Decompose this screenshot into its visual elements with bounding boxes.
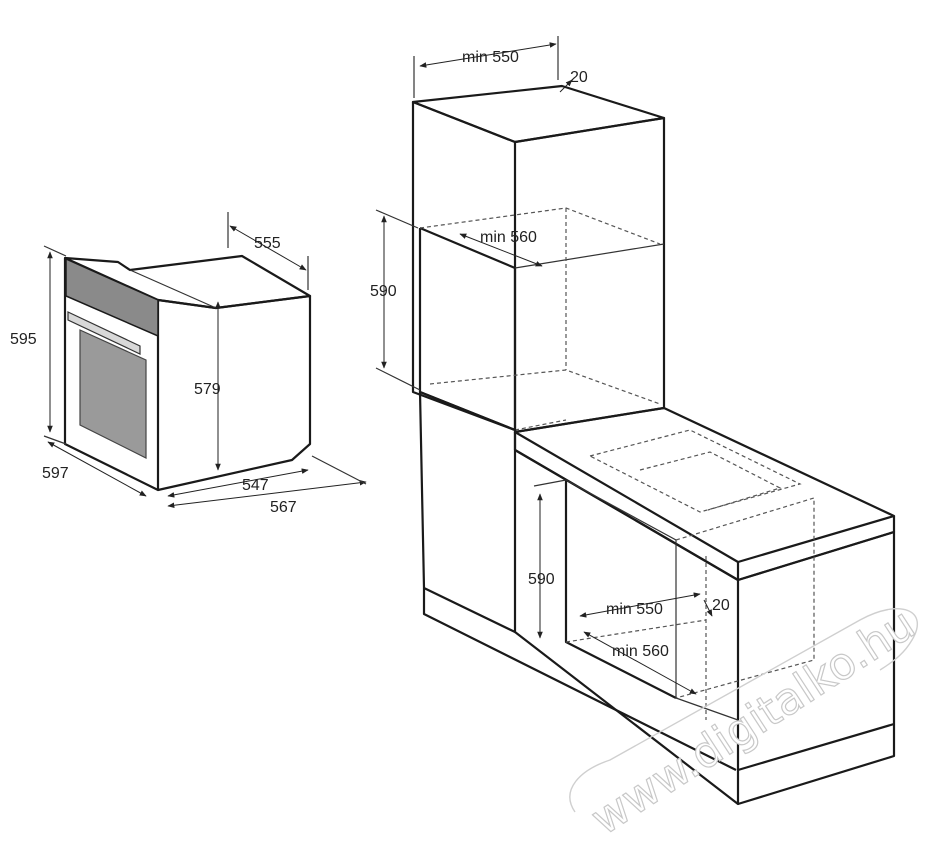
base-cabinet-side (737, 530, 896, 806)
oven-depth-547-label: 547 (242, 477, 269, 494)
base-cabinet-front (514, 449, 740, 806)
base-cabinet-dimension-lines (533, 479, 713, 695)
base-cabinet-min-depth-label: min 560 (612, 643, 669, 660)
base-tall-unit (418, 390, 517, 634)
oven-side (157, 294, 312, 492)
watermark-frame (569, 608, 918, 813)
worktop (513, 406, 896, 564)
tall-cabinet-drawing (411, 84, 666, 434)
oven-handle (67, 311, 141, 355)
oven-control-panel (65, 257, 159, 338)
base-cabinet-min-width-label: min 550 (606, 601, 663, 618)
tall-cabinet-side (514, 116, 666, 434)
tall-cabinet-gap-label: 20 (570, 69, 588, 86)
base-cabinet-niche-height-label: 590 (528, 571, 555, 588)
base-cabinet-drawing (418, 390, 896, 806)
oven-dimension-lines (43, 212, 367, 509)
tall-cabinet-min-depth-label: min 560 (480, 229, 537, 246)
oven-width-label: 597 (42, 465, 69, 482)
oven-depth-top-label: 555 (254, 235, 281, 252)
tall-cabinet-min-width-label: min 550 (462, 49, 519, 66)
oven-inner-height-label: 579 (194, 381, 221, 398)
tall-cabinet-dimension-lines (375, 36, 573, 391)
oven-drawing (63, 254, 312, 492)
tall-cabinet-front (411, 100, 517, 432)
watermark-text: www.digitalko.hu (582, 598, 924, 845)
base-cabinet-gap-label: 20 (712, 597, 730, 614)
watermark: www.digitalko.hu (569, 598, 925, 846)
tall-cabinet-niche-height-label: 590 (370, 283, 397, 300)
hob-outline (588, 429, 802, 513)
tall-cabinet-top (411, 84, 666, 144)
oven-depth-567-label: 567 (270, 499, 297, 516)
oven-height-label: 595 (10, 331, 37, 348)
